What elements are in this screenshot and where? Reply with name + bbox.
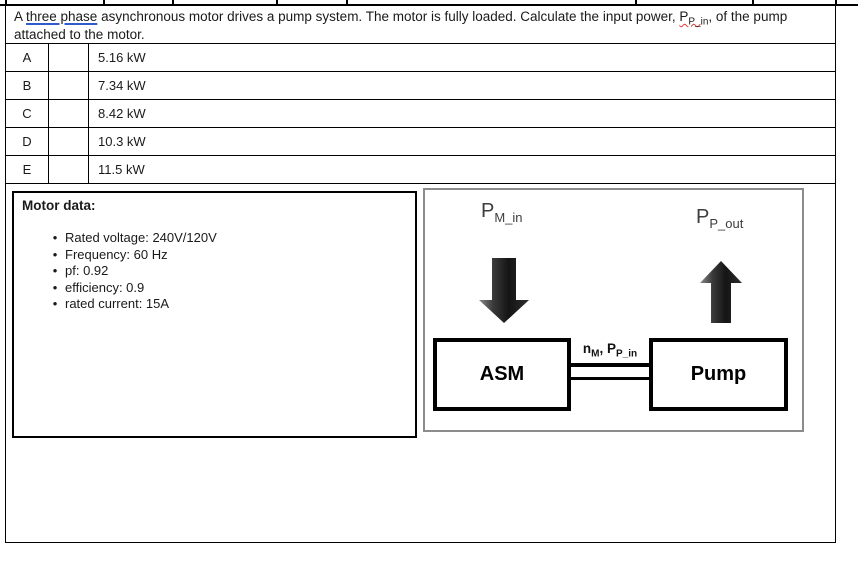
option-letter: A	[6, 44, 49, 71]
option-value: 7.34 kW	[98, 78, 146, 93]
question-line2: attached to the motor.	[14, 27, 145, 42]
option-value: 11.5 kW	[98, 162, 145, 177]
bullet-icon: •	[52, 263, 58, 279]
pump-output-power-label: PP_out	[696, 206, 744, 231]
list-item: •Frequency: 60 Hz	[14, 247, 415, 264]
bullet-icon: •	[52, 230, 58, 245]
option-value: 10.3 kW	[98, 134, 146, 149]
list-item: •efficiency: 0.9	[14, 280, 415, 297]
bullet-icon: •	[52, 246, 58, 262]
motor-input-power-label: PM_in	[481, 200, 523, 225]
answer-mark-cell[interactable]	[49, 72, 89, 99]
answer-mark-cell[interactable]	[49, 156, 89, 183]
option-row-e: E 11.5 kW	[6, 156, 835, 184]
question-stem: A three phase asynchronous motor drives …	[6, 5, 835, 44]
motor-data-title: Motor data:	[22, 198, 96, 213]
option-letter: D	[6, 128, 49, 155]
list-item: •Rated voltage: 240V/120V	[14, 230, 415, 247]
answer-mark-cell[interactable]	[49, 100, 89, 127]
option-row-a: A 5.16 kW	[6, 44, 835, 72]
arrow-up-icon	[700, 261, 742, 323]
asm-block: ASM	[433, 338, 571, 411]
option-value: 8.42 kW	[98, 106, 146, 121]
option-letter: B	[6, 72, 49, 99]
question-table: A three phase asynchronous motor drives …	[5, 4, 836, 543]
option-row-d: D 10.3 kW	[6, 128, 835, 156]
motor-data-box: Motor data: •Rated voltage: 240V/120V •F…	[12, 191, 417, 438]
option-row-b: B 7.34 kW	[6, 72, 835, 100]
option-letter: E	[6, 156, 49, 183]
shaft-line-upper	[571, 363, 649, 367]
option-row-c: C 8.42 kW	[6, 100, 835, 128]
bullet-icon: •	[52, 296, 58, 312]
list-item: •rated current: 15A	[14, 296, 415, 313]
shaft-label: nM, PP_in	[582, 341, 638, 360]
pump-system-diagram: PM_in PP_out	[423, 188, 804, 432]
grammar-flagged-text: three phase	[26, 9, 98, 24]
answer-mark-cell[interactable]	[49, 44, 89, 71]
spellcheck-flagged-symbol: PP_in	[679, 9, 709, 28]
motor-data-list: •Rated voltage: 240V/120V •Frequency: 60…	[14, 230, 415, 313]
bullet-icon: •	[52, 279, 58, 295]
arrow-down-icon	[479, 258, 529, 323]
pump-block: Pump	[649, 338, 788, 411]
list-item: •pf: 0.92	[14, 263, 415, 280]
question-detail-row: Motor data: •Rated voltage: 240V/120V •F…	[6, 184, 835, 544]
option-letter: C	[6, 100, 49, 127]
question-line1: A three phase asynchronous motor drives …	[14, 9, 788, 28]
option-value: 5.16 kW	[98, 50, 146, 65]
shaft-line-lower	[571, 377, 649, 380]
answer-mark-cell[interactable]	[49, 128, 89, 155]
